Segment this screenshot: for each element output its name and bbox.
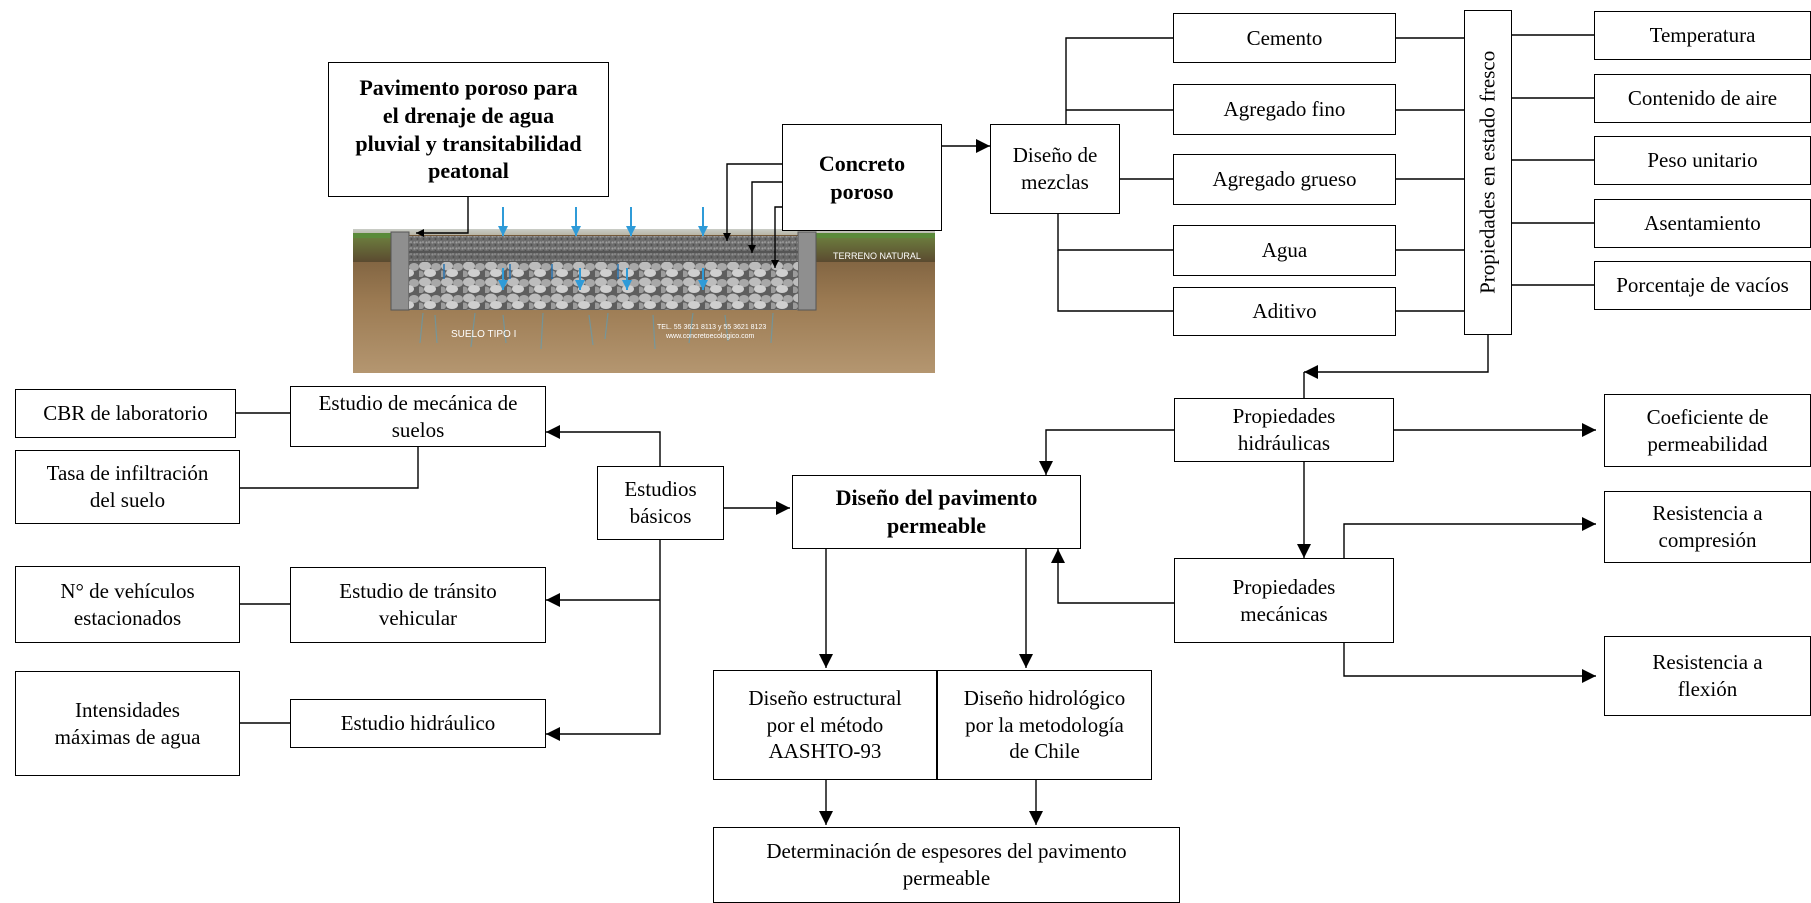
tasa-infiltracion-box: Tasa de infiltración del suelo — [15, 450, 240, 524]
propiedades-mecanicas-box: Propiedades mecánicas — [1174, 558, 1394, 643]
coeficiente-permeabilidad-box: Coeficiente de permeabilidad — [1604, 394, 1811, 467]
asentamiento-box: Asentamiento — [1594, 199, 1811, 248]
estudio-mecanica-suelos-box: Estudio de mecánica de suelos — [290, 386, 546, 447]
agregado-grueso-box: Agregado grueso — [1173, 154, 1396, 205]
diseno-pavimento-permeable-box: Diseño del pavimento permeable — [792, 475, 1081, 549]
propiedades-estado-fresco-box: Propiedades en estado fresco — [1464, 10, 1512, 335]
intensidades-maximas-box: Intensidades máximas de agua — [15, 671, 240, 776]
peso-unitario-box: Peso unitario — [1594, 136, 1811, 185]
estudios-basicos-box: Estudios básicos — [597, 466, 724, 540]
contenido-aire-box: Contenido de aire — [1594, 74, 1811, 123]
terreno-natural-label: TERRENO NATURAL — [833, 251, 921, 261]
pavement-cross-section-illustration: TERRENO NATURAL SUELO TIPO I TEL. 55 362… — [353, 229, 935, 373]
resistencia-flexion-box: Resistencia a flexión — [1604, 636, 1811, 716]
website-label: www.concretoecologico.com — [666, 333, 755, 340]
propiedades-estado-fresco-label: Propiedades en estado fresco — [1475, 50, 1500, 295]
pavement-illustration-graphic — [353, 229, 935, 373]
agua-box: Agua — [1173, 225, 1396, 276]
suelo-tipo-label: SUELO TIPO I — [451, 329, 517, 340]
telephone-label: TEL. 55 3621 8113 y 55 3621 8123 — [657, 324, 767, 331]
propiedades-hidraulicas-box: Propiedades hidráulicas — [1174, 398, 1394, 462]
pavimento-poroso-title-box: Pavimento poroso para el drenaje de agua… — [328, 62, 609, 197]
porcentaje-vacios-box: Porcentaje de vacíos — [1594, 261, 1811, 310]
determinacion-espesores-box: Determinación de espesores del pavimento… — [713, 827, 1180, 903]
diseno-estructural-box: Diseño estructural por el método AASHTO-… — [713, 670, 937, 780]
cbr-laboratorio-box: CBR de laboratorio — [15, 389, 236, 438]
aditivo-box: Aditivo — [1173, 287, 1396, 336]
estudio-hidraulico-box: Estudio hidráulico — [290, 699, 546, 748]
cemento-box: Cemento — [1173, 13, 1396, 63]
agregado-fino-box: Agregado fino — [1173, 84, 1396, 135]
diseno-hidrologico-box: Diseño hidrológico por la metodología de… — [937, 670, 1152, 780]
diseno-mezclas-box: Diseño de mezclas — [990, 124, 1120, 214]
resistencia-compresion-box: Resistencia a compresión — [1604, 491, 1811, 563]
temperatura-box: Temperatura — [1594, 11, 1811, 60]
vehiculos-estacionados-box: N° de vehículos estacionados — [15, 566, 240, 643]
concreto-poroso-box: Concreto poroso — [782, 124, 942, 231]
estudio-transito-box: Estudio de tránsito vehicular — [290, 567, 546, 643]
